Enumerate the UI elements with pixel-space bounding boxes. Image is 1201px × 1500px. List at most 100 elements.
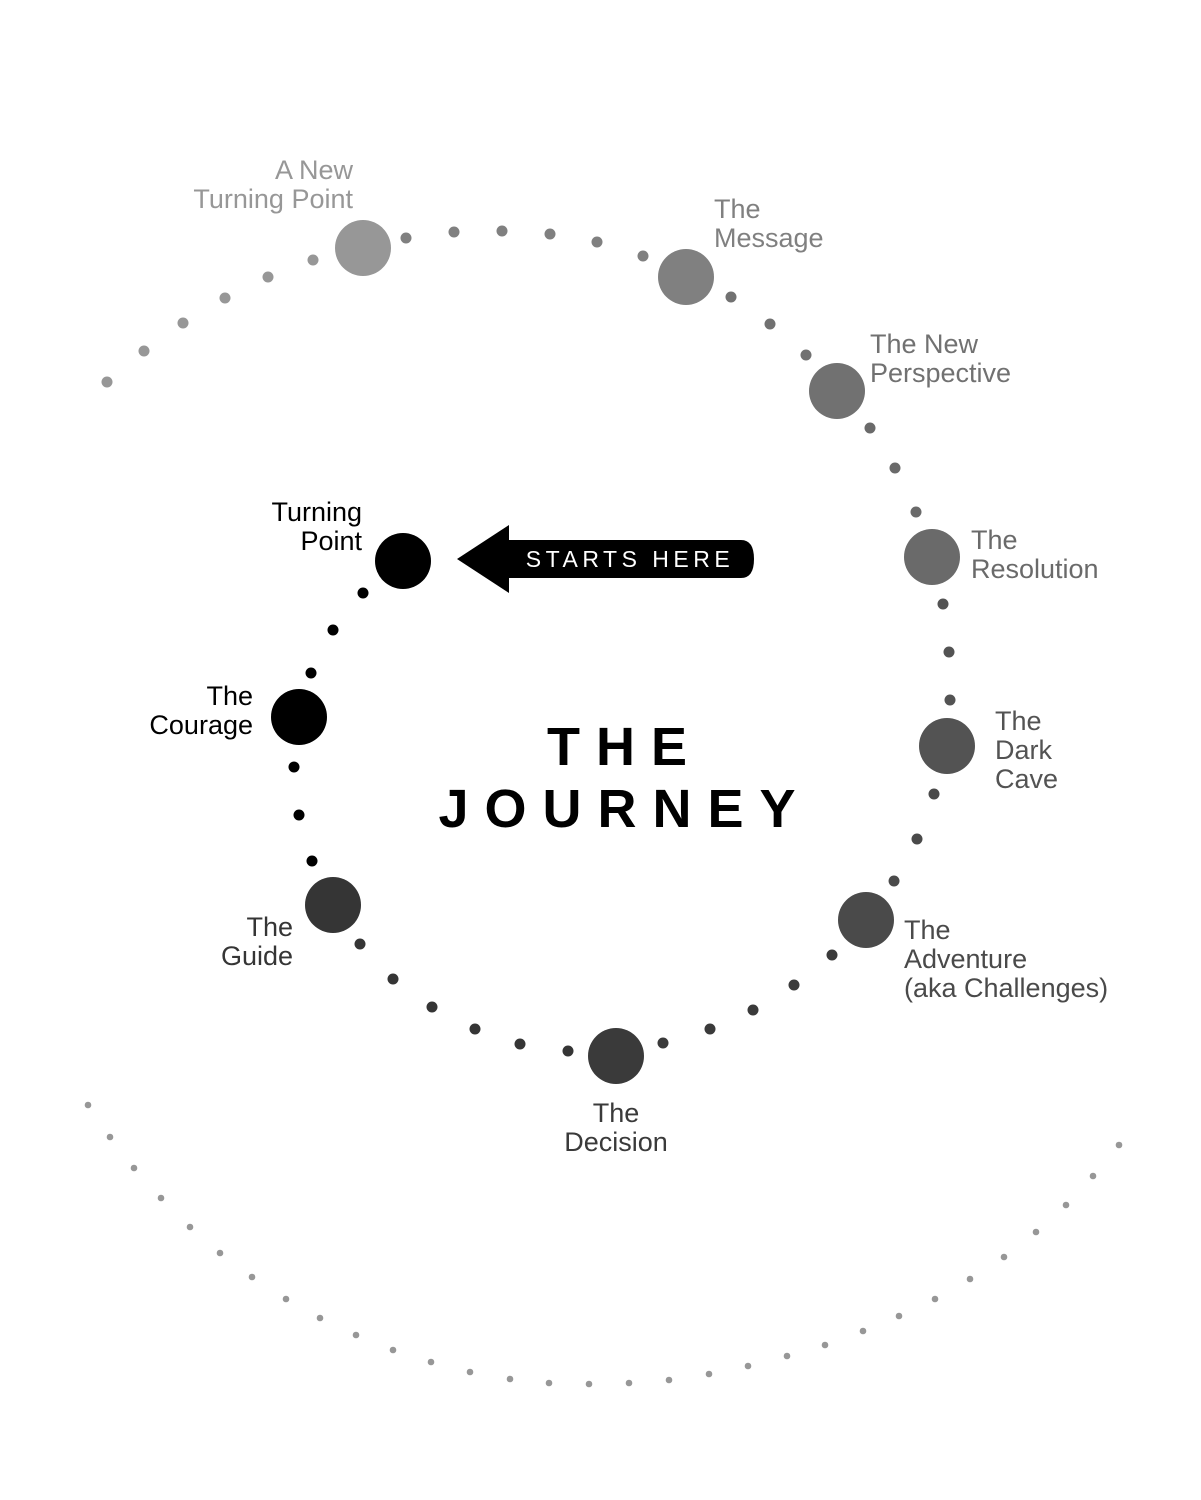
path-dot	[704, 1023, 716, 1035]
path-dot	[910, 506, 922, 518]
stage-node-decision	[588, 1028, 644, 1084]
stage-node-message	[658, 249, 714, 305]
outer-dot	[744, 1362, 752, 1370]
path-dot	[357, 587, 369, 599]
title-line-2: JOURNEY	[438, 779, 812, 839]
outer-dot	[248, 1273, 256, 1281]
path-dot	[400, 232, 412, 244]
path-dot	[305, 667, 317, 679]
outer-dot	[821, 1341, 829, 1349]
path-dot	[562, 1045, 574, 1057]
outer-dot	[783, 1352, 791, 1360]
path-dot	[888, 875, 900, 887]
outer-dot	[859, 1327, 867, 1335]
outer-dot	[157, 1194, 165, 1202]
outer-dot	[130, 1164, 138, 1172]
path-dot	[177, 317, 189, 329]
outer-dot	[545, 1379, 553, 1387]
outer-dot	[1000, 1253, 1008, 1261]
stage-node-new-turning-point	[335, 220, 391, 276]
path-dot	[448, 226, 460, 238]
path-dot	[943, 646, 955, 658]
path-dot	[800, 349, 812, 361]
path-dot	[747, 1004, 759, 1016]
path-dot	[327, 624, 339, 636]
path-dot	[788, 979, 800, 991]
outer-dot	[1115, 1141, 1123, 1149]
arrow-shape	[457, 525, 754, 593]
stage-nodes	[271, 220, 975, 1084]
path-dot	[138, 345, 150, 357]
path-dot	[354, 938, 366, 950]
path-dot	[928, 788, 940, 800]
stage-node-turning-point	[375, 533, 431, 589]
path-dot	[826, 949, 838, 961]
path-dot	[944, 694, 956, 706]
outer-dot	[895, 1312, 903, 1320]
path-dot	[889, 462, 901, 474]
path-dot	[514, 1038, 526, 1050]
starts-here-label: STARTS HERE	[525, 546, 735, 572]
path-dot	[764, 318, 776, 330]
path-dot	[262, 271, 274, 283]
outer-dot	[186, 1223, 194, 1231]
stage-node-dark-cave	[919, 718, 975, 774]
outer-dot	[966, 1275, 974, 1283]
outer-dot	[931, 1295, 939, 1303]
outer-dot	[389, 1346, 397, 1354]
starts-here-arrow	[457, 525, 754, 593]
path-dots	[84, 225, 1123, 1388]
stage-node-new-perspective	[809, 363, 865, 419]
outer-dot	[216, 1249, 224, 1257]
path-dot	[426, 1001, 438, 1013]
path-dot	[637, 250, 649, 262]
outer-dot	[466, 1368, 474, 1376]
outer-dot	[106, 1133, 114, 1141]
outer-dot	[665, 1376, 673, 1384]
path-dot	[864, 422, 876, 434]
path-dot	[496, 225, 508, 237]
path-dot	[657, 1037, 669, 1049]
path-dot	[219, 292, 231, 304]
outer-dot	[316, 1314, 324, 1322]
outer-dot	[352, 1331, 360, 1339]
path-dot	[544, 228, 556, 240]
title-line-1: THE	[547, 717, 703, 777]
path-dot	[288, 761, 300, 773]
path-dot	[101, 376, 113, 388]
outer-dot	[705, 1370, 713, 1378]
path-dot	[937, 598, 949, 610]
outer-dot	[282, 1295, 290, 1303]
outer-dot	[1032, 1228, 1040, 1236]
path-dot	[307, 254, 319, 266]
outer-dot	[84, 1101, 92, 1109]
path-dot	[293, 809, 305, 821]
path-dot	[387, 973, 399, 985]
path-dot	[469, 1023, 481, 1035]
path-dot	[306, 855, 318, 867]
stage-node-adventure	[838, 892, 894, 948]
outer-dot	[427, 1358, 435, 1366]
outer-dot	[506, 1375, 514, 1383]
stage-node-courage	[271, 689, 327, 745]
path-dot	[725, 291, 737, 303]
stage-node-guide	[305, 877, 361, 933]
outer-dot	[625, 1379, 633, 1387]
path-dot	[591, 236, 603, 248]
path-dot	[911, 833, 923, 845]
outer-dot	[1062, 1201, 1070, 1209]
stage-node-resolution	[904, 529, 960, 585]
outer-dot	[585, 1380, 593, 1388]
